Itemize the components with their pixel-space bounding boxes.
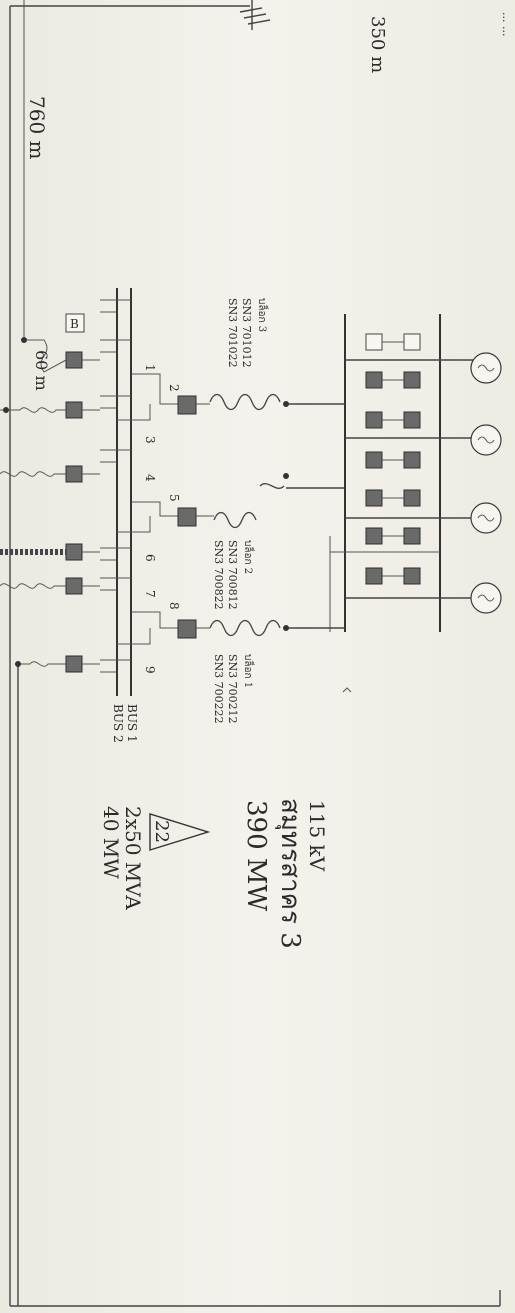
bay-numbers: 1 2 3 4 5 6 7 8 9 xyxy=(143,364,181,674)
block2-code1: SN3 700812 xyxy=(226,540,239,610)
block2-label: บล็อก 2 xyxy=(242,540,256,574)
b-box-label: B xyxy=(70,317,79,331)
badge-number: 22 xyxy=(151,820,172,843)
breaker-bay3-icon xyxy=(65,401,83,419)
breaker-bay7-icon xyxy=(65,577,83,595)
bay-6: 6 xyxy=(143,554,157,562)
bus-1-label: BUS 1 xyxy=(125,704,139,743)
breaker-bay1-icon xyxy=(65,351,83,369)
bay-8: 8 xyxy=(167,602,181,610)
triangle-badge-icon xyxy=(149,813,211,851)
bay-5: 5 xyxy=(167,494,181,502)
station-badge: 22 xyxy=(149,813,211,851)
outer-feeders xyxy=(9,0,501,1307)
block1-code1: SN3 700212 xyxy=(226,654,239,724)
arrow-mark-icon xyxy=(342,687,352,693)
transformer-rating: 2x50 MVA xyxy=(121,806,145,910)
generator-section xyxy=(283,314,502,632)
block3-code1: SN3 701012 xyxy=(240,298,253,368)
bus-2-label: BUS 2 xyxy=(111,704,125,743)
transformer-block3-icon xyxy=(209,393,281,411)
transformer-block1-icon xyxy=(209,619,281,637)
bay-2: 2 xyxy=(167,384,181,392)
distance-350m: 350 m xyxy=(367,16,388,73)
bay-7: 7 xyxy=(143,590,157,598)
transformer-block2-icon xyxy=(213,511,257,529)
bay-4: 4 xyxy=(143,474,157,482)
block3-label: บล็อก 3 xyxy=(256,298,270,332)
cable-hash-icon xyxy=(239,7,271,25)
breaker-bay5-icon xyxy=(177,507,197,527)
breaker-bay8-icon xyxy=(177,619,197,639)
block2-code2: SN3 700822 xyxy=(212,540,225,610)
bay-3: 3 xyxy=(143,436,157,444)
bay-9: 9 xyxy=(143,666,157,674)
generator-breakers xyxy=(365,371,421,585)
breaker-open-icon xyxy=(403,333,421,351)
edge-text: ... ... xyxy=(500,12,513,36)
outgoing-feeders xyxy=(0,337,67,667)
block3-code2: SN3 701022 xyxy=(226,298,239,368)
breaker-bay2-icon xyxy=(177,395,197,415)
breaker-bay4-icon xyxy=(65,465,83,483)
breaker-bay9-icon xyxy=(65,655,83,673)
block1-label: บล็อก 1 xyxy=(242,654,256,688)
station-capacity: 390 MW xyxy=(241,800,271,912)
station-name: สมุทรสาคร 3 xyxy=(275,798,305,949)
distance-60m: 60 m xyxy=(32,350,51,391)
switchyard: B xyxy=(65,288,214,696)
block-transformers xyxy=(209,393,285,637)
station-voltage: 115 kV xyxy=(305,800,329,872)
b-box-icon xyxy=(65,313,85,333)
breaker-bay6-icon xyxy=(65,543,83,561)
bay-1: 1 xyxy=(143,364,157,372)
distance-760m: 760 m xyxy=(25,96,49,160)
block1-code2: SN3 700222 xyxy=(212,654,225,724)
breaker-open-icon xyxy=(365,333,383,351)
load-rating: 40 MW xyxy=(99,806,123,879)
